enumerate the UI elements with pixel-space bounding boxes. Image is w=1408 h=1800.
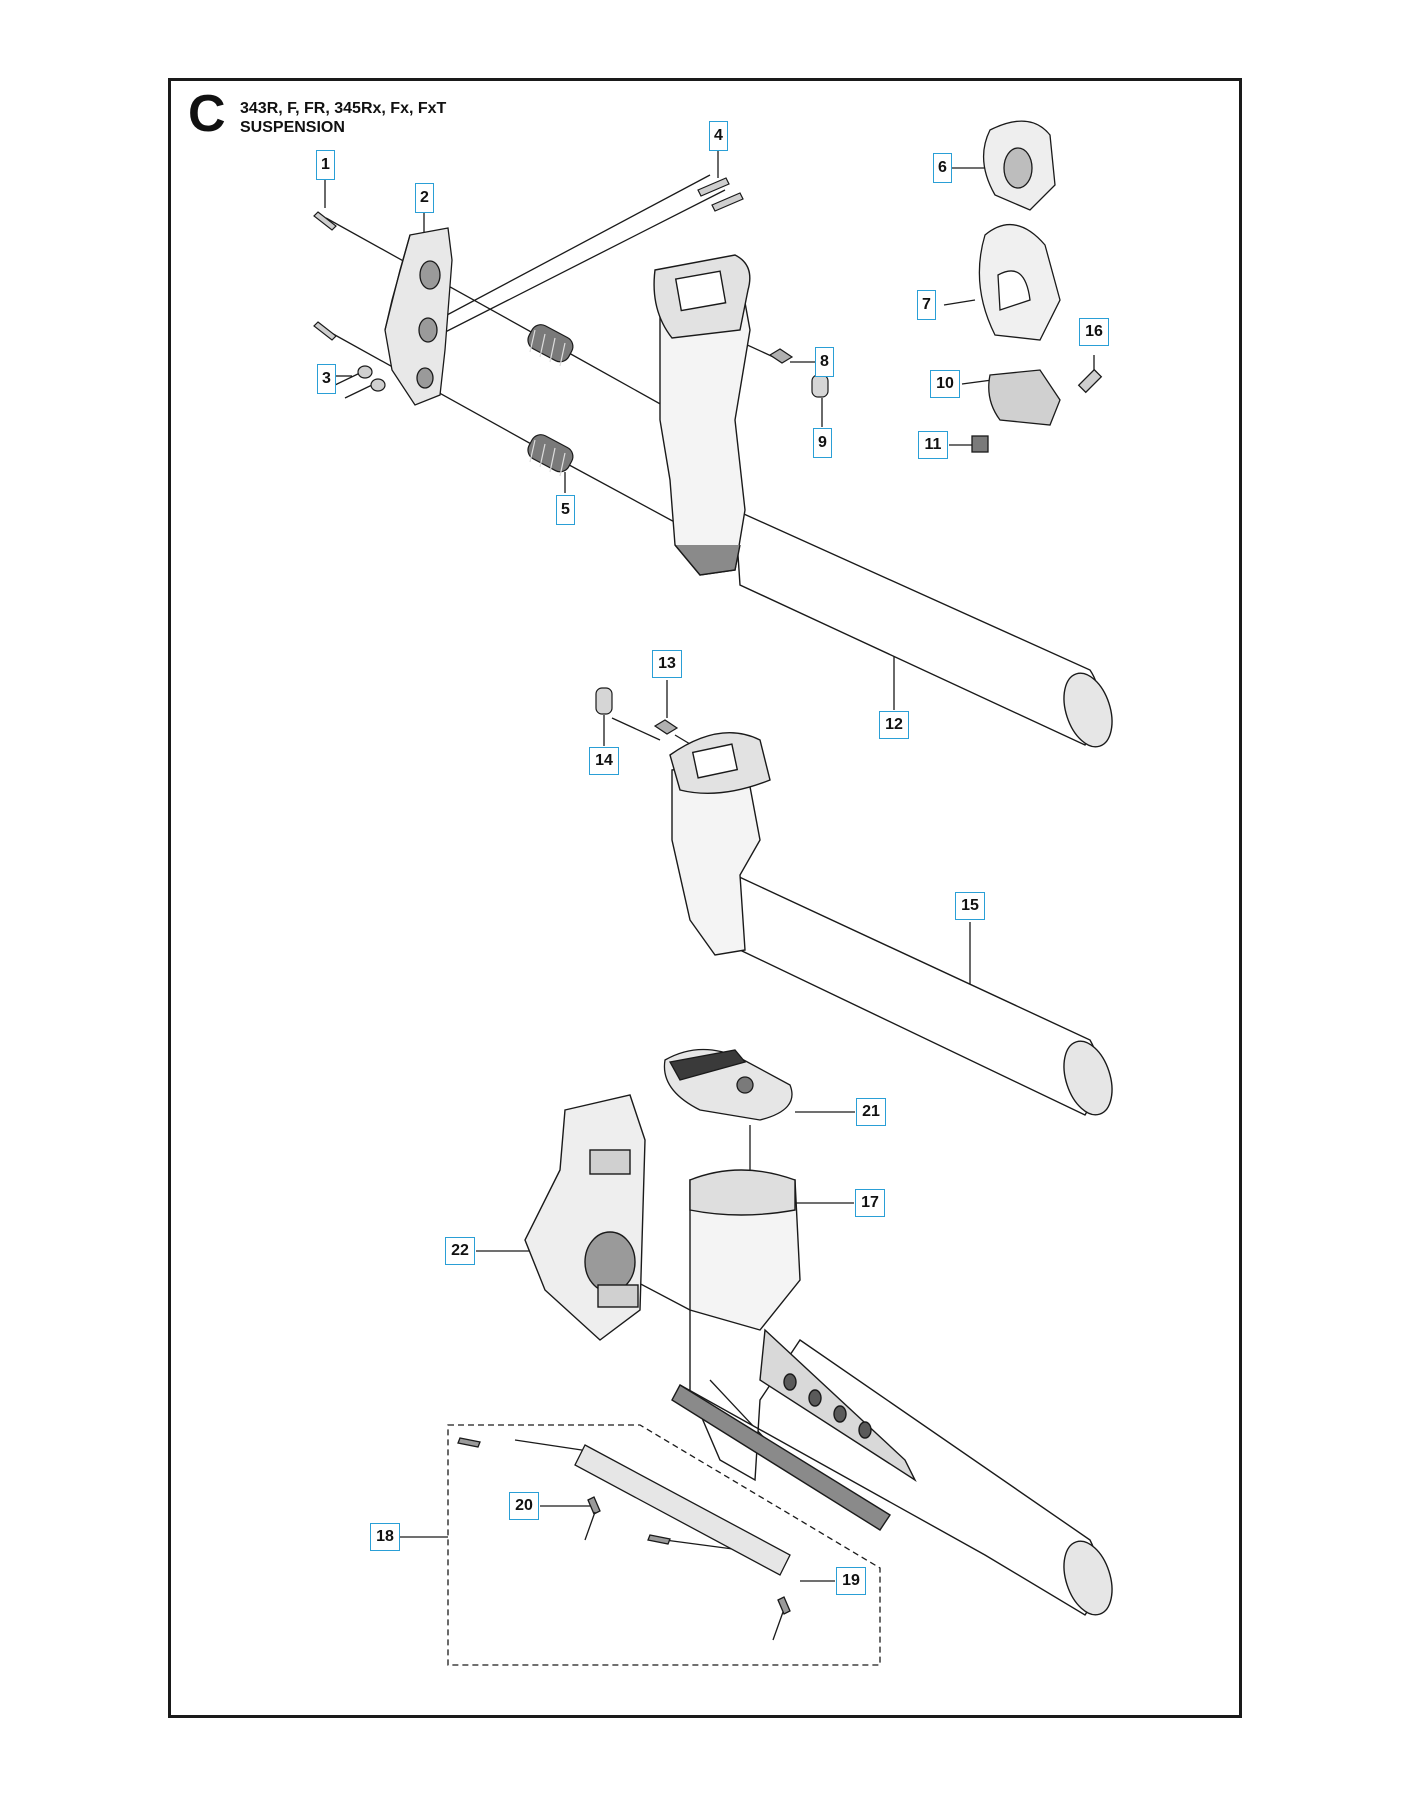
callout-5: 5 <box>556 495 575 525</box>
callout-3: 3 <box>317 364 336 394</box>
title-block: 343R, F, FR, 345Rx, Fx, FxT SUSPENSION <box>240 99 446 137</box>
callout-4: 4 <box>709 121 728 151</box>
callout-12: 12 <box>879 711 909 739</box>
rivet-20 <box>587 1496 601 1515</box>
handle-tube-12 <box>653 254 1113 748</box>
cap-21 <box>663 1048 793 1121</box>
assembly-line-bolt1b <box>325 329 561 461</box>
pin-a <box>457 1437 481 1448</box>
spring-5-lower <box>527 434 574 477</box>
callout-14: 14 <box>589 747 619 775</box>
callout-20: 20 <box>509 1492 539 1520</box>
handle-tube-15 <box>669 732 1113 1116</box>
callout-15: 15 <box>955 892 985 920</box>
bolt-4a <box>697 177 730 197</box>
callout-17: 17 <box>855 1189 885 1217</box>
spacer-9 <box>811 374 829 398</box>
section-title: SUSPENSION <box>240 119 345 136</box>
callout-7: 7 <box>917 290 936 320</box>
assembly-line-bolt4b <box>399 189 726 356</box>
handle-body-17 <box>671 1169 1113 1616</box>
bolt-4b <box>711 192 744 212</box>
callout-13: 13 <box>652 650 682 678</box>
square-nut-8 <box>768 348 794 364</box>
spring-5-upper <box>527 324 574 367</box>
side-cover-22 <box>524 1094 646 1341</box>
bolt-1-lower <box>313 321 337 341</box>
assembly-line-bolt4a <box>399 174 711 341</box>
assembly-line-14 <box>611 717 661 741</box>
diagram-frame <box>168 78 1242 1718</box>
nut-3a <box>357 365 373 379</box>
callout-1: 1 <box>316 150 335 180</box>
leader-3b <box>344 384 373 399</box>
callout-9: 9 <box>813 428 832 458</box>
callout-19: 19 <box>836 1567 866 1595</box>
spacer-14 <box>595 687 613 715</box>
nut-3b <box>370 378 386 392</box>
model-list: 343R, F, FR, 345Rx, Fx, FxT <box>240 100 447 117</box>
callout-2: 2 <box>415 183 434 213</box>
leader-3a <box>334 371 363 386</box>
square-nut-13 <box>653 719 679 735</box>
callout-22: 22 <box>445 1237 475 1265</box>
pin-b <box>647 1534 671 1545</box>
assembly-line-rivet-a <box>514 1439 596 1453</box>
callout-11: 11 <box>918 431 948 459</box>
clip-10 <box>988 369 1061 426</box>
kit-box-18 <box>447 1424 881 1666</box>
rivet-20b <box>777 1596 791 1615</box>
callout-6: 6 <box>933 153 952 183</box>
guard-19 <box>574 1444 791 1576</box>
nut-11 <box>971 435 989 453</box>
section-letter: C <box>188 85 226 143</box>
leader-10 <box>961 379 993 385</box>
screw-16 <box>1077 368 1103 394</box>
callout-10: 10 <box>930 370 960 398</box>
callout-21: 21 <box>856 1098 886 1126</box>
callout-16: 16 <box>1079 318 1109 346</box>
assembly-line-spring-lower <box>559 459 681 526</box>
bolt-1-upper <box>313 211 337 231</box>
callout-18: 18 <box>370 1523 400 1551</box>
leader-7 <box>943 299 976 306</box>
callout-8: 8 <box>815 347 834 377</box>
